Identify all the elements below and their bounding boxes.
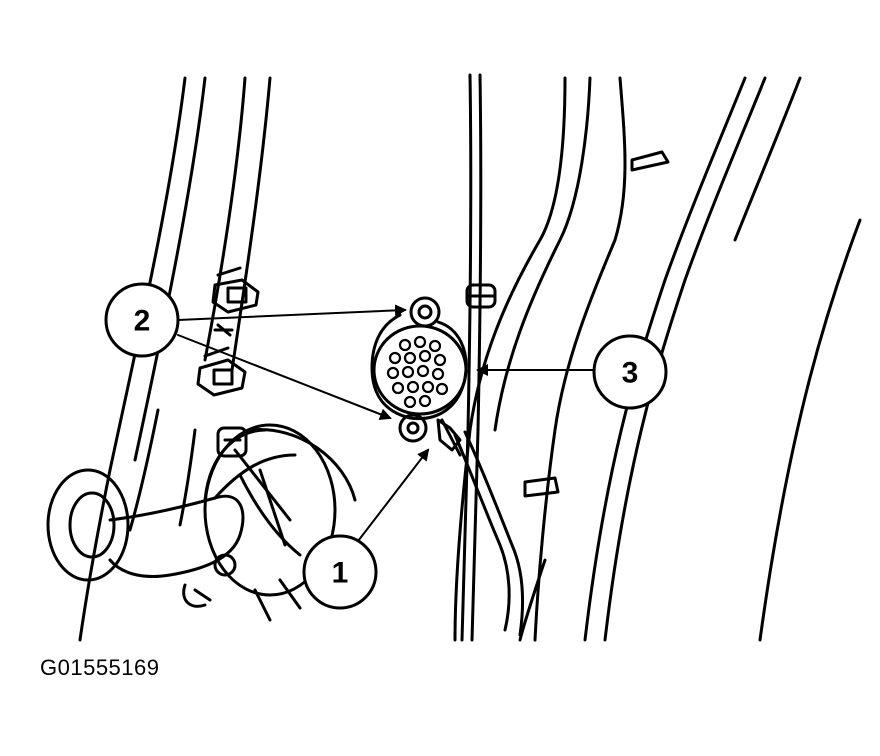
leader-2-lower [177, 334, 392, 420]
leader-2-upper [177, 304, 407, 321]
left-pillar [78, 76, 272, 642]
pillar-connector-upper [211, 266, 260, 314]
callout-3-label: 3 [622, 357, 639, 390]
callout-1: 1 [302, 534, 378, 610]
cable-rod [460, 73, 483, 642]
callout-3: 3 [592, 334, 668, 410]
figure-id: G01555169 [40, 655, 160, 680]
leader-lines [177, 304, 601, 546]
pillar-screw [213, 323, 234, 337]
callout-1-label: 1 [332, 557, 349, 590]
impact-sensor [370, 296, 468, 452]
cable-clip [465, 283, 497, 309]
callout-2: 2 [104, 282, 180, 358]
leader-1 [354, 448, 430, 546]
door-latch-assembly [46, 423, 357, 622]
wiring-harness [440, 418, 525, 637]
pillar-tabs [523, 150, 670, 498]
sensor-holes [386, 335, 449, 409]
pillar-connector-lower [196, 346, 247, 397]
callout-2-label: 2 [134, 305, 151, 338]
